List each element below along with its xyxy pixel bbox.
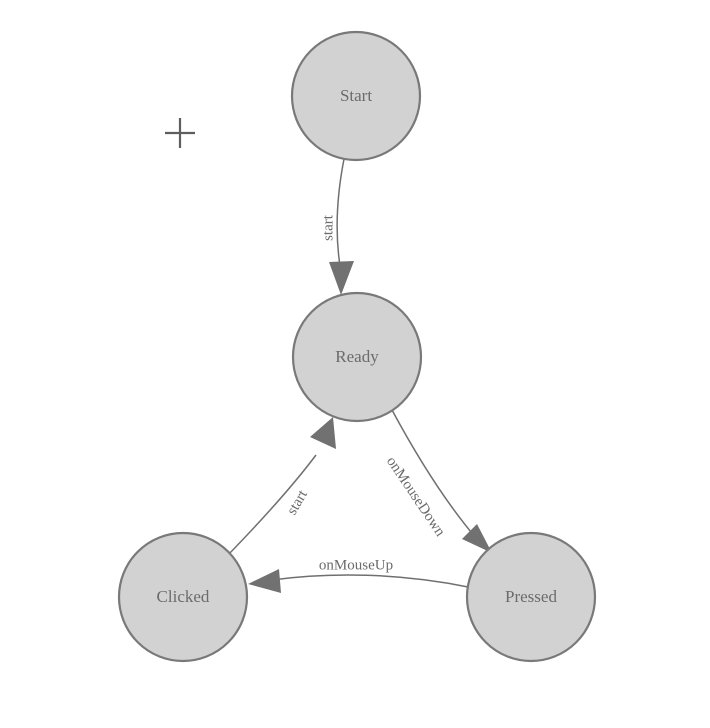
- state-node-pressed-circle[interactable]: [465, 531, 597, 663]
- edge-ready-to-pressed-path: [391, 409, 477, 539]
- state-node-clicked[interactable]: Clicked: [117, 531, 249, 663]
- state-node-clicked-circle[interactable]: [117, 531, 249, 663]
- edge-start-to-ready-arrowhead: [329, 261, 354, 295]
- edge-clicked-to-ready-arrowhead: [310, 417, 336, 449]
- edge-clicked-to-ready[interactable]: start: [227, 417, 336, 556]
- edge-start-to-ready-path: [336, 158, 345, 273]
- edge-pressed-to-clicked[interactable]: onMouseUp: [248, 557, 469, 593]
- state-node-ready-circle[interactable]: [291, 291, 423, 423]
- edge-clicked-to-ready-path: [227, 454, 317, 556]
- edge-label-pressed-to-clicked: onMouseUp: [319, 557, 393, 573]
- edge-label-clicked-to-ready: start: [284, 487, 311, 518]
- edge-pressed-to-clicked-arrowhead: [248, 569, 281, 593]
- edge-ready-to-pressed-arrowhead: [462, 524, 492, 553]
- edge-ready-to-pressed[interactable]: onMouseDown: [383, 409, 492, 553]
- edge-pressed-to-clicked-path: [271, 574, 469, 588]
- crosshair-icon: [165, 118, 195, 148]
- state-node-start[interactable]: Start: [290, 30, 422, 162]
- edge-label-start-to-ready: start: [320, 214, 336, 241]
- state-node-pressed[interactable]: Pressed: [465, 531, 597, 663]
- edge-label-ready-to-pressed: onMouseDown: [383, 454, 448, 540]
- edge-start-to-ready[interactable]: start: [320, 158, 354, 295]
- state-node-ready[interactable]: Ready: [291, 291, 423, 423]
- state-node-start-circle[interactable]: [290, 30, 422, 162]
